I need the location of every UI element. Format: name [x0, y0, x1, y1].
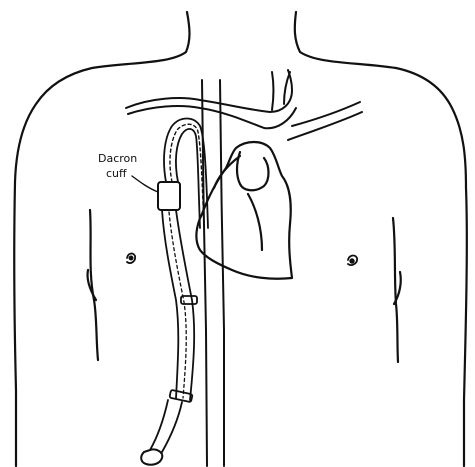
dacron-cuff	[158, 182, 180, 210]
cuff-label-group: Dacron cuff	[98, 152, 158, 192]
catheter-hub	[141, 449, 162, 464]
left-arm-crease	[90, 210, 98, 360]
superior-vena-cava	[202, 80, 224, 466]
nipples	[127, 254, 357, 266]
right-arm-inner	[464, 188, 467, 466]
left-nipple-dot	[129, 256, 132, 259]
external-limb-left	[150, 400, 168, 450]
aortic-arch	[126, 70, 362, 140]
cuff-leader-line	[132, 176, 158, 192]
catheter	[141, 119, 208, 465]
carotid-left	[272, 72, 274, 110]
subclavian-branch-upper	[292, 102, 360, 126]
cuff-label-line2: cuff	[106, 167, 127, 180]
torso-outline	[14, 12, 466, 466]
exit-site-collar	[169, 390, 192, 402]
arch-outer	[126, 70, 292, 112]
heart-chamber-line	[248, 194, 262, 250]
tunnel-outer-right	[176, 210, 194, 400]
tunnel-outer-left	[162, 210, 178, 398]
catheter-outer-right	[176, 129, 200, 228]
neck-right	[295, 12, 466, 188]
svc-right-wall	[220, 80, 224, 466]
arch-inner	[128, 106, 296, 128]
heart-upper-lobe	[237, 152, 269, 190]
carotid-right	[284, 72, 290, 104]
left-arm-inner	[14, 182, 16, 466]
right-arm-crease	[393, 218, 398, 362]
cuff-label-line1: Dacron	[98, 152, 137, 165]
heart	[196, 142, 292, 279]
heart-outline	[196, 142, 292, 279]
right-nipple-dot	[350, 259, 354, 263]
